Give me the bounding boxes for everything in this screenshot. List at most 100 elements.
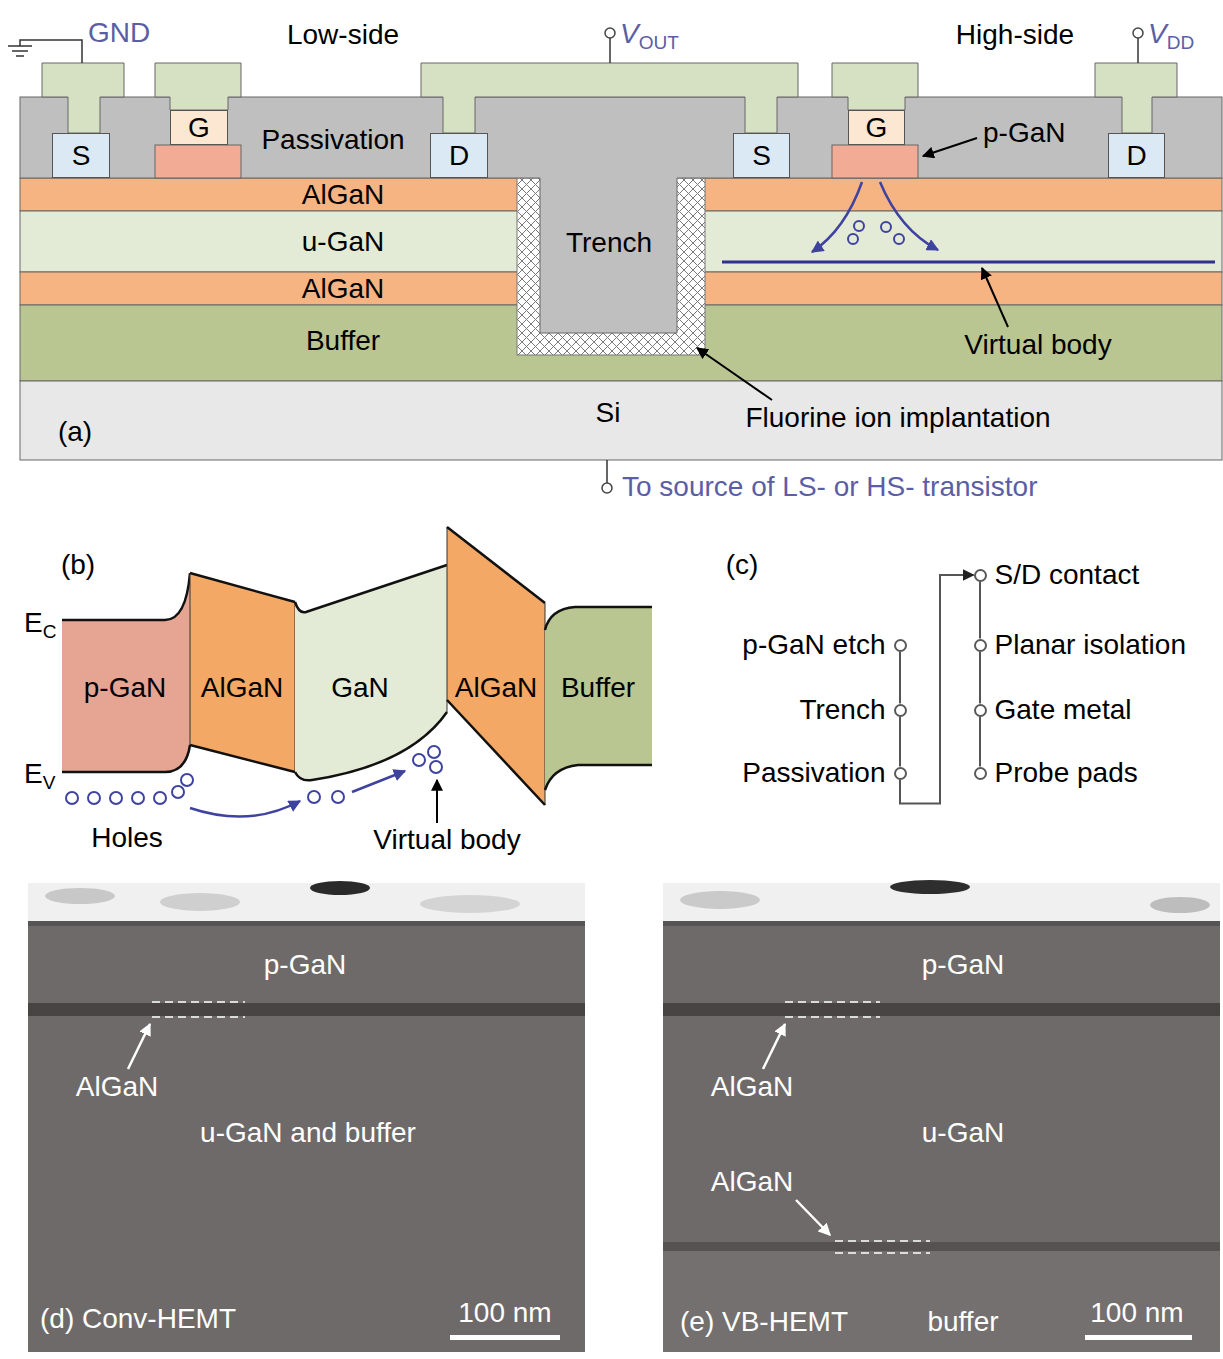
band-shape xyxy=(447,527,545,805)
hole-flow-arrow xyxy=(352,771,405,792)
terminal-name: VOUT xyxy=(620,20,679,51)
tem-texture xyxy=(160,893,240,911)
band-edge-line xyxy=(447,527,545,603)
drain-contact: D xyxy=(1108,133,1165,178)
tem-interface xyxy=(28,921,585,926)
label-anchor: (a) xyxy=(58,418,92,446)
callout-label: Virtual body xyxy=(964,331,1111,359)
hole-symbol xyxy=(181,774,193,786)
trench-fill xyxy=(540,176,677,333)
terminal-name: GND xyxy=(88,19,150,47)
label-anchor: Passivation xyxy=(261,126,404,154)
node-label: S xyxy=(72,142,91,170)
text-anchor: G xyxy=(866,114,888,142)
label-anchor: VOUT xyxy=(620,20,679,51)
ground-wire xyxy=(20,40,82,63)
trench-outline xyxy=(540,178,677,333)
hole-symbol xyxy=(332,791,344,803)
tem-algan-layer xyxy=(28,1003,585,1016)
band-shape-group xyxy=(447,527,545,805)
text-anchor: AlGaN xyxy=(302,275,384,303)
band-shape xyxy=(190,573,295,772)
node-label: S xyxy=(752,142,771,170)
layer-name: u-GaN xyxy=(922,1119,1004,1147)
flow-connector xyxy=(899,717,901,767)
dashed-marker xyxy=(152,1016,245,1018)
node-label: p-GaN etch xyxy=(742,631,885,659)
flow-connector xyxy=(900,575,974,804)
label-anchor: Virtual body xyxy=(964,331,1111,359)
hole-symbol xyxy=(308,791,320,803)
subscript: V xyxy=(43,772,56,793)
layer-name: p-GaN xyxy=(264,951,346,979)
flow-connector xyxy=(979,652,981,704)
hole-symbol xyxy=(132,792,144,804)
text-anchor: Trench xyxy=(799,696,885,724)
process-step: Gate metal xyxy=(974,704,987,717)
metal-interconnect xyxy=(155,63,241,110)
hole-flow-arrow xyxy=(880,182,938,250)
terminal-symbol xyxy=(605,28,615,38)
label-anchor: p-GaN xyxy=(983,119,1065,147)
tem-algan-layer xyxy=(663,1242,1220,1251)
flow-connector xyxy=(979,717,981,767)
band-edge-line xyxy=(447,700,545,805)
label-anchor: Holes xyxy=(91,824,163,852)
band-edge-line xyxy=(545,765,652,790)
panel-letter: (a) xyxy=(58,418,92,446)
band-fill xyxy=(545,607,652,790)
text-anchor: Buffer xyxy=(561,674,635,702)
hole-flow-arrow xyxy=(190,801,300,817)
text-anchor: Trench xyxy=(566,229,652,257)
band-shape-group xyxy=(62,573,190,772)
hole-symbol xyxy=(430,761,442,773)
node-label: GaN xyxy=(331,674,389,702)
node-label: p-GaN xyxy=(84,674,166,702)
terminal-wire xyxy=(609,38,611,63)
band-edge-line xyxy=(295,712,447,780)
text-anchor: D xyxy=(449,142,469,170)
node-label: G xyxy=(866,114,888,142)
band-edge-line xyxy=(62,573,190,620)
gate-contact: G xyxy=(170,110,228,145)
hole-symbol xyxy=(848,234,858,244)
band-region: GaN xyxy=(295,565,447,782)
text-anchor: D xyxy=(1126,142,1146,170)
hole-symbol xyxy=(854,221,864,231)
node-label: Buffer xyxy=(306,327,380,355)
terminal-note: To source of LS- or HS- transistor xyxy=(622,473,1037,501)
process-step: Trench xyxy=(894,704,907,717)
node-label: Gate metal xyxy=(995,696,1132,724)
label-anchor: p-GaN xyxy=(922,951,1004,979)
hole-symbol xyxy=(110,792,122,804)
band-edge-line xyxy=(62,745,190,772)
terminal-wire xyxy=(606,460,608,483)
leader-line xyxy=(697,348,772,400)
hole-flow-arrow xyxy=(812,182,862,252)
tem-texture xyxy=(1150,897,1210,913)
label-anchor: To source of LS- or HS- transistor xyxy=(622,473,1037,501)
label-anchor: 100 nm xyxy=(458,1299,551,1327)
energy-level: EV xyxy=(24,760,55,791)
label-anchor: u-GaN and buffer xyxy=(200,1119,416,1147)
text-anchor: Passivation xyxy=(742,759,885,787)
side-label: High-side xyxy=(956,21,1074,49)
text-anchor: S xyxy=(752,142,771,170)
text-anchor: G xyxy=(188,114,210,142)
band-edge-line xyxy=(190,573,295,602)
text-anchor: Si xyxy=(596,399,621,427)
process-step: Passivation xyxy=(894,767,907,780)
leader-line xyxy=(128,1024,150,1069)
p-gan-gate xyxy=(155,145,241,178)
callout-label: AlGaN xyxy=(711,1073,793,1101)
band-region: Buffer xyxy=(545,607,652,790)
band-shape-group xyxy=(545,607,652,790)
tem-surface xyxy=(28,883,585,921)
label-anchor: AlGaN xyxy=(711,1168,793,1196)
callout-label: Virtual body xyxy=(373,826,520,854)
leader-line xyxy=(763,1024,785,1069)
layer-band: AlGaN xyxy=(20,178,517,211)
panel-letter: (b) xyxy=(61,551,95,579)
symbol-letter: V xyxy=(620,18,639,49)
